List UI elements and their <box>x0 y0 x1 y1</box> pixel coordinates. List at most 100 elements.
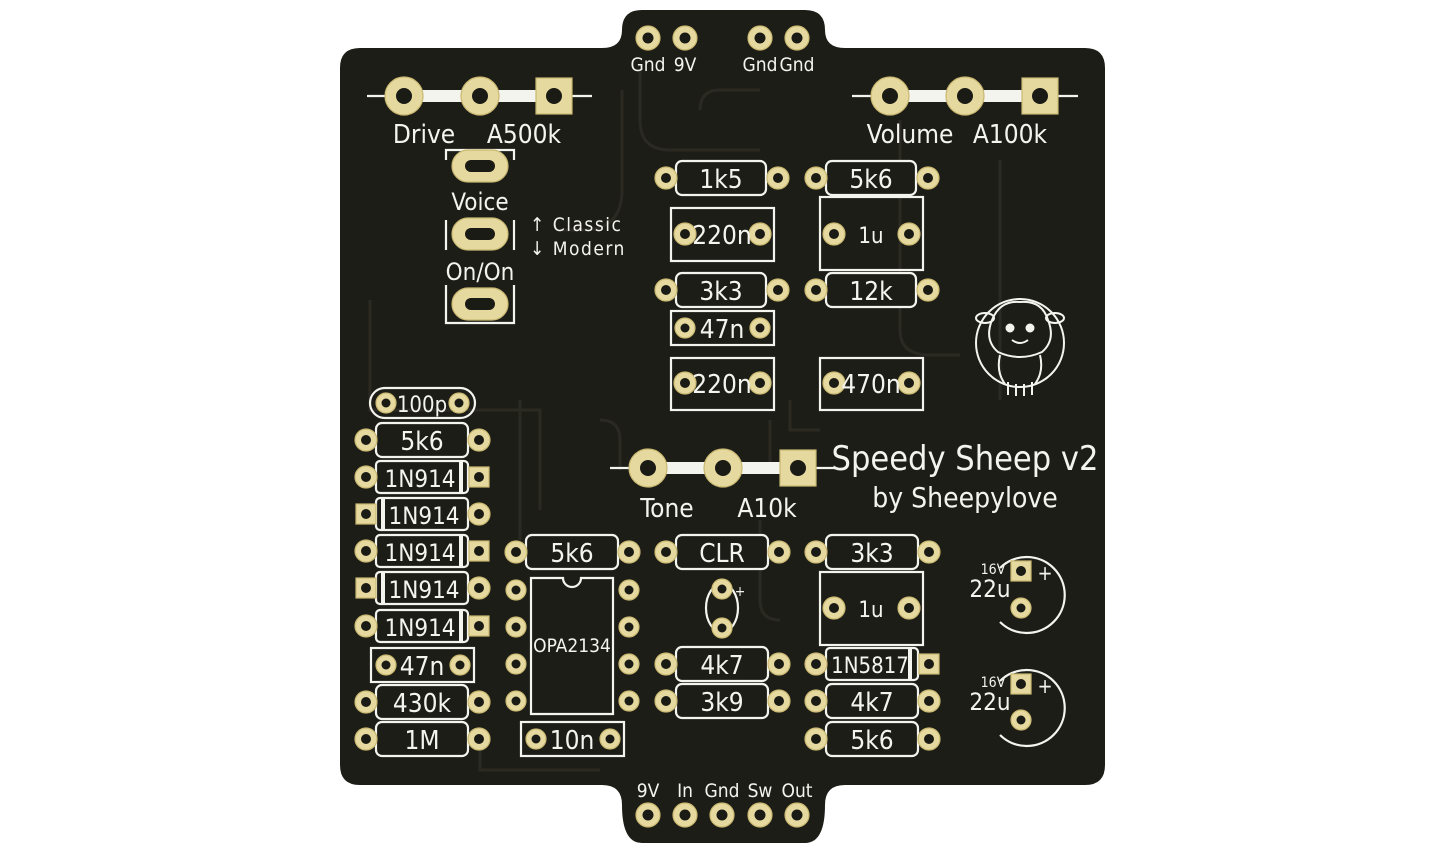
header-top-pad[interactable] <box>784 25 810 51</box>
capacitor-470n[interactable]: 470n <box>818 356 925 412</box>
header-bottom-pad[interactable] <box>784 802 810 828</box>
resistor-clr[interactable]: CLR <box>654 533 791 571</box>
header-top-pad[interactable] <box>747 25 773 51</box>
resistor-5k6[interactable]: 5k6 <box>504 533 641 571</box>
resistor-5k6[interactable]: 5k6 <box>804 159 940 197</box>
component-label: 10n <box>550 726 595 756</box>
component-label: 47n <box>700 315 745 345</box>
resistor-5k6[interactable]: 5k6 <box>354 421 491 459</box>
pot-value: A10k <box>737 494 797 524</box>
component-label: 12k <box>849 277 893 307</box>
pot-value: A100k <box>973 120 1048 150</box>
resistor-3k9[interactable]: 3k9 <box>654 682 791 720</box>
component-label: 1u <box>858 598 883 623</box>
diode-1n914[interactable]: 1N914 <box>354 459 490 495</box>
component-label: 1N914 <box>388 576 459 604</box>
component-label: 1N914 <box>388 502 459 530</box>
capacitor-220n[interactable]: 220n <box>669 356 776 412</box>
component-label: 5k6 <box>850 726 893 756</box>
component-label: 1M <box>404 726 439 756</box>
cap-voltage: 16V <box>981 675 1006 691</box>
resistor-12k[interactable]: 12k <box>804 271 940 309</box>
diode-1n914[interactable]: 1N914 <box>355 496 491 532</box>
header-top-pad[interactable] <box>635 25 661 51</box>
header-label: Gnd <box>705 780 740 802</box>
header-label: Gnd <box>743 54 778 76</box>
cap-value: 22u <box>969 575 1010 603</box>
component-label: 3k9 <box>700 688 743 718</box>
header-label: In <box>677 780 693 802</box>
resistor-1k5[interactable]: 1k5 <box>654 159 790 197</box>
capacitor-10n[interactable]: 10n <box>519 720 626 758</box>
diode-1n914[interactable]: 1N914 <box>354 533 490 569</box>
header-bottom-pad[interactable] <box>747 802 773 828</box>
switch-down-label: ↓ Modern <box>530 238 626 260</box>
header-label: Out <box>782 780 813 802</box>
electrolytic-capacitor-22u[interactable]: + 16V 22u <box>969 668 1066 748</box>
led[interactable]: + <box>704 578 746 639</box>
capacitor-47n[interactable]: 47n <box>669 309 776 347</box>
header-label: Gnd <box>780 54 815 76</box>
component-label: CLR <box>699 539 745 569</box>
component-label: 220n <box>692 221 751 251</box>
resistor-3k3[interactable]: 3k3 <box>804 533 941 571</box>
tone-pot[interactable]: Tone A10k <box>610 448 835 524</box>
drive-pot[interactable]: Drive A500k <box>367 76 592 150</box>
resistor-5k6[interactable]: 5k6 <box>804 720 941 758</box>
component-label: 47n <box>400 652 445 682</box>
component-label: 1u <box>858 224 883 249</box>
component-label: 1N914 <box>384 614 455 642</box>
resistor-3k3[interactable]: 3k3 <box>654 271 790 309</box>
led-polarity: + <box>735 584 746 600</box>
component-label: 4k7 <box>850 688 893 718</box>
component-label: 430k <box>393 689 452 719</box>
switch-name: Voice <box>451 188 508 216</box>
capacitor-220n[interactable]: 220n <box>669 206 776 263</box>
resistor-4k7[interactable]: 4k7 <box>654 645 791 683</box>
header-bottom-pad[interactable] <box>672 802 698 828</box>
header-bottom: 9V In Gnd Sw Out <box>635 780 813 828</box>
pot-name: Volume <box>867 120 954 150</box>
component-label: 1N5817 <box>831 654 909 679</box>
component-label: 3k3 <box>850 539 893 569</box>
diode-1n5817[interactable]: 1N5817 <box>804 646 940 682</box>
component-label: 4k7 <box>700 651 743 681</box>
header-top-pad[interactable] <box>672 25 698 51</box>
switch-up-label: ↑ Classic <box>530 214 622 236</box>
header-bottom-pad[interactable] <box>635 802 661 828</box>
opamp-ic[interactable]: OPA2134 <box>505 576 640 716</box>
header-bottom-pad[interactable] <box>709 802 735 828</box>
capacitor-1u[interactable]: 1u <box>818 570 925 647</box>
component-label: 470n <box>841 370 900 400</box>
cap-voltage: 16V <box>981 562 1006 578</box>
capacitor-47n[interactable]: 47n <box>369 646 476 684</box>
sheep-logo-icon <box>975 298 1065 396</box>
electrolytic-capacitor-22u[interactable]: + 16V 22u <box>969 555 1066 635</box>
header-top: Gnd 9V Gnd Gnd <box>631 25 815 76</box>
pot-name: Drive <box>393 120 455 150</box>
header-label: Gnd <box>631 54 666 76</box>
resistor-1m[interactable]: 1M <box>354 720 491 758</box>
resistor-4k7[interactable]: 4k7 <box>804 682 941 720</box>
cap-polarity: + <box>1037 674 1052 698</box>
pot-name: Tone <box>639 494 693 524</box>
component-label: 5k6 <box>400 427 443 457</box>
volume-pot[interactable]: Volume A100k <box>852 76 1078 150</box>
component-label: 1N914 <box>384 539 455 567</box>
component-label: 1k5 <box>699 165 742 195</box>
board-title: Speedy Sheep v2 <box>832 439 1099 479</box>
component-label: 5k6 <box>550 539 593 569</box>
component-label: 100p <box>397 393 447 418</box>
resistor-430k[interactable]: 430k <box>354 683 491 721</box>
capacitor-100p[interactable]: 100p <box>368 386 477 420</box>
diode-1n914[interactable]: 1N914 <box>355 570 491 606</box>
diode-1n914[interactable]: 1N914 <box>354 608 490 644</box>
component-label: 220n <box>692 370 751 400</box>
voice-switch[interactable]: Voice On/On <box>444 148 516 325</box>
capacitor-1u[interactable]: 1u <box>818 195 925 272</box>
board-author: by Sheepylove <box>872 481 1058 514</box>
cap-value: 22u <box>969 688 1010 716</box>
component-label: 5k6 <box>849 165 892 195</box>
header-label: Sw <box>748 780 773 802</box>
